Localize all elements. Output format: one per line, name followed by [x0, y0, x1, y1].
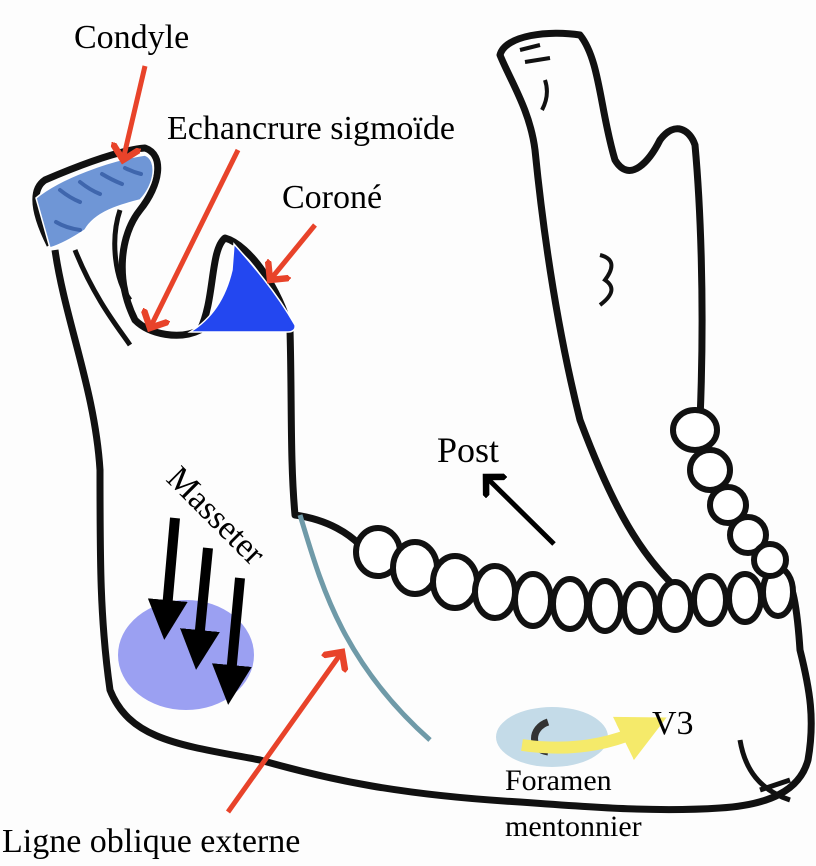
ligne-arrow — [225, 652, 342, 814]
v3-arrow — [521, 716, 667, 761]
label-post: Post — [437, 430, 499, 470]
red-pointer-arrows — [123, 65, 342, 814]
teeth-row — [353, 407, 796, 635]
opposite-condyle-marks — [519, 43, 614, 307]
label-foramen-2: mentonnier — [505, 810, 642, 843]
label-ligne-oblique: Ligne oblique externe — [2, 823, 300, 860]
inner-ramus-line — [72, 209, 133, 347]
masseter-arrows — [147, 517, 252, 705]
label-corone: Coroné — [282, 179, 382, 216]
label-foramen-1: Foramen — [505, 764, 612, 797]
label-v3: V3 — [652, 705, 694, 742]
ligne-oblique-line — [297, 514, 432, 742]
foramen-highlight — [496, 707, 608, 767]
opposite-ramus-outline — [496, 29, 706, 603]
corone-arrow — [270, 223, 317, 280]
label-echancrure: Echancrure sigmoïde — [167, 110, 455, 147]
echancrure-arrow — [150, 148, 241, 328]
condyle-striations — [54, 166, 143, 232]
chin-detail — [737, 739, 791, 803]
condyle-highlight — [35, 154, 154, 249]
label-condyle: Condyle — [74, 19, 189, 56]
condyle-arrow — [123, 65, 148, 160]
corone-highlight — [187, 242, 296, 333]
posterior-arrow — [486, 477, 556, 546]
